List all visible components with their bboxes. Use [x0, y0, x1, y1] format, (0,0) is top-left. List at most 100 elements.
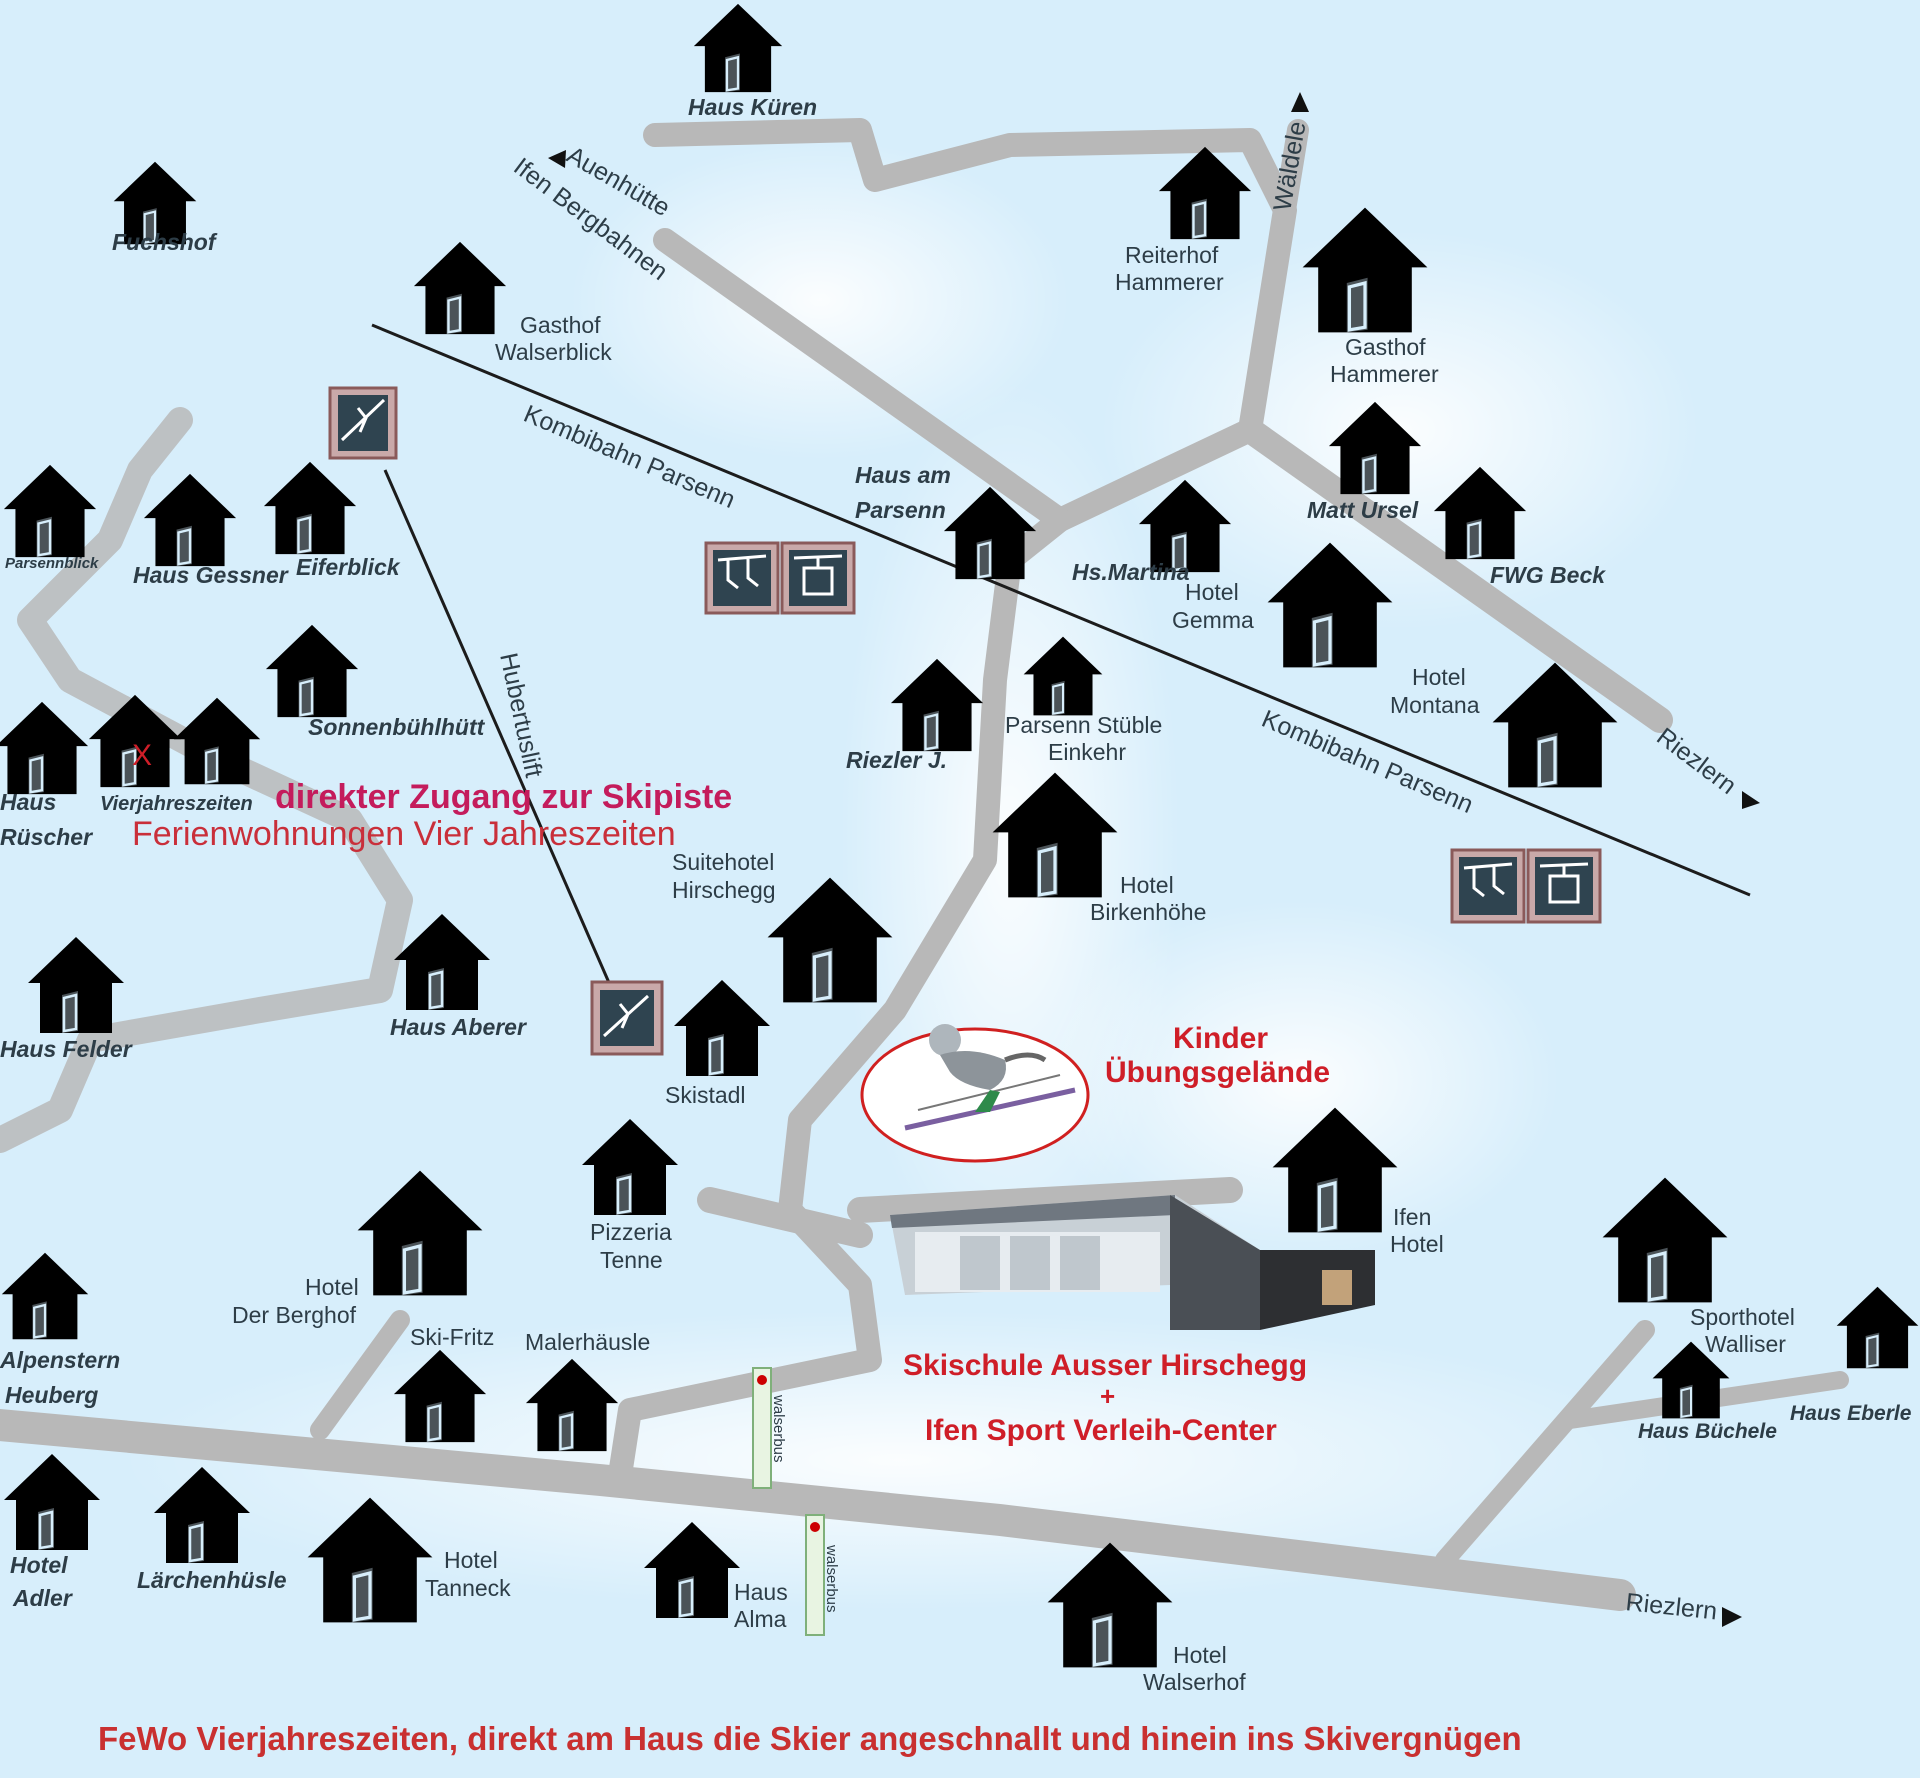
- label-haus-eberle: Haus Eberle: [1790, 1402, 1912, 1425]
- label-kinder-2: Übungsgelände: [1105, 1056, 1330, 1089]
- label-haus-kueren: Haus Küren: [688, 94, 817, 120]
- label-hotel-walserhof-2: Walserhof: [1143, 1669, 1246, 1695]
- road-berghof: [310, 1310, 410, 1440]
- label-gasthof-walserblick-2: Walserblick: [495, 339, 612, 365]
- arrow-riezlern-south: [1722, 1607, 1742, 1627]
- gondola-icon: [780, 541, 856, 615]
- hubertuslift-cable: [383, 469, 612, 986]
- lift-icons: [328, 386, 1602, 1056]
- direction-arrows: [548, 92, 1760, 1627]
- label-hotel-berghof-2: Der Berghof: [232, 1302, 357, 1328]
- label-eiferblick: Eiferblick: [296, 554, 401, 580]
- label-skistadl: Skistadl: [665, 1082, 746, 1108]
- label-reiterhof-1: Reiterhof: [1125, 242, 1219, 268]
- label-hotel-montana-1: Hotel: [1412, 664, 1466, 690]
- label-haus-buechele: Haus Büchele: [1638, 1420, 1777, 1443]
- bus-stops: [752, 1367, 825, 1636]
- label-fuchshof: Fuchshof: [112, 229, 218, 255]
- label-haus-felder: Haus Felder: [0, 1036, 133, 1062]
- ski-lift-icon: [328, 386, 398, 460]
- road-west-loop: [0, 407, 413, 1153]
- arrow-waeldele: [1291, 92, 1309, 112]
- label-haus-alma-1: Haus: [734, 1579, 788, 1605]
- label-ifen-hotel-2: Hotel: [1390, 1231, 1444, 1257]
- road-kueren: [643, 118, 1297, 532]
- label-haus-gessner: Haus Gessner: [133, 562, 289, 588]
- label-sporthotel-1: Sporthotel: [1690, 1304, 1795, 1330]
- label-haus-alma-2: Alma: [734, 1606, 787, 1632]
- label-ski-fritz: Ski-Fritz: [410, 1324, 494, 1350]
- label-skischule-1: Skischule Ausser Hirschegg: [903, 1349, 1307, 1382]
- bus-stop-icon: [752, 1367, 772, 1489]
- label-fwg-beck: FWG Beck: [1490, 562, 1606, 588]
- label-hotel-berghof-1: Hotel: [305, 1274, 359, 1300]
- chairlift-icon: [1450, 848, 1526, 924]
- arrow-auenhuette: [548, 150, 566, 168]
- label-direkter-zugang: direkter Zugang zur Skipiste: [275, 778, 732, 816]
- label-suitehotel-1: Suitehotel: [672, 849, 774, 875]
- chairlift-icon: [704, 541, 780, 615]
- label-hotel-walserhof-1: Hotel: [1173, 1642, 1227, 1668]
- label-alpenstern-1: Alpenstern: [0, 1347, 120, 1373]
- bus-stop-icon: [805, 1514, 825, 1636]
- label-malerhaeusle: Malerhäusle: [525, 1329, 650, 1355]
- label-hotel-birkenhoehe-1: Hotel: [1120, 872, 1174, 898]
- kombibahn-cable: [371, 323, 1751, 897]
- label-sporthotel-2: Walliser: [1705, 1331, 1786, 1357]
- label-haus-ruescher-2: Rüscher: [0, 824, 93, 850]
- label-walserbus-1: walserbus: [770, 1394, 787, 1463]
- label-haus-ruescher-1: Haus: [0, 789, 56, 815]
- road-ifen: [847, 1177, 1243, 1223]
- label-hotel-birkenhoehe-2: Birkenhöhe: [1090, 899, 1206, 925]
- ski-lift-icon: [590, 980, 664, 1056]
- road-skischule-spur: [697, 1187, 873, 1248]
- gondola-icon: [1526, 848, 1602, 924]
- label-walserbus-2: walserbus: [823, 1544, 840, 1613]
- label-ferienwohnungen: Ferienwohnungen Vier Jahreszeiten: [132, 815, 676, 853]
- label-riezler-j: Riezler J.: [846, 747, 947, 773]
- cable-lines: [371, 323, 1751, 986]
- label-sonnenbuehlhuett: Sonnenbühlhütt: [308, 714, 486, 740]
- label-ifen-hotel-1: Ifen: [1393, 1204, 1431, 1230]
- x-marker: X: [132, 739, 152, 772]
- label-matt-ursel: Matt Ursel: [1307, 497, 1419, 523]
- label-gasthof-hammerer-1: Gasthof: [1345, 334, 1426, 360]
- label-hotel-tanneck-1: Hotel: [444, 1547, 498, 1573]
- label-skischule-2: Ifen Sport Verleih-Center: [925, 1414, 1277, 1447]
- label-gasthof-hammerer-2: Hammerer: [1330, 361, 1439, 387]
- road-waeldele: [1274, 119, 1309, 221]
- kinder-uebungsgelaende-badge: [860, 1024, 1090, 1163]
- road-main-east-west: [0, 1409, 1636, 1611]
- label-kinder-1: Kinder: [1173, 1022, 1268, 1055]
- label-hotel-gemma-2: Gemma: [1172, 607, 1254, 633]
- label-hs-martina: Hs.Martina: [1072, 559, 1190, 585]
- arrow-riezlern-east: [1742, 791, 1760, 809]
- label-haus-aberer: Haus Aberer: [390, 1014, 527, 1040]
- road-ifen-bergbahnen: [653, 228, 1072, 532]
- ski-school-building-icon: [890, 1195, 1375, 1330]
- label-parsenn-stueble-2: Einkehr: [1048, 739, 1126, 765]
- label-skischule-plus: +: [1100, 1381, 1115, 1411]
- label-haus-am-parsenn-2: Parsenn: [855, 497, 946, 523]
- label-gasthof-walserblick-1: Gasthof: [520, 312, 601, 338]
- label-hotel-montana-2: Montana: [1390, 692, 1480, 718]
- skier-icon: [904, 1024, 1076, 1131]
- label-laerchenhuesle: Lärchenhüsle: [137, 1567, 287, 1593]
- label-parsenn-stueble-1: Parsenn Stüble: [1005, 712, 1162, 738]
- label-hotel-adler-1: Hotel: [10, 1552, 68, 1578]
- road-sporthotel: [1435, 1320, 1655, 1570]
- label-pizzeria-1: Pizzeria: [590, 1219, 672, 1245]
- road-main-south: [608, 508, 1072, 1487]
- label-parsennblick: Parsennblick: [5, 555, 99, 572]
- label-alpenstern-2: Heuberg: [5, 1382, 98, 1408]
- label-hotel-tanneck-2: Tanneck: [425, 1575, 511, 1601]
- label-suitehotel-2: Hirschegg: [672, 877, 776, 903]
- label-vierjahreszeiten: Vierjahreszeiten: [100, 793, 253, 815]
- label-haus-am-parsenn-1: Haus am: [855, 462, 951, 488]
- label-pizzeria-2: Tenne: [600, 1247, 663, 1273]
- road-riezlern-east: [1237, 417, 1673, 733]
- footer-caption: FeWo Vierjahreszeiten, direkt am Haus di…: [98, 1720, 1522, 1757]
- label-reiterhof-2: Hammerer: [1115, 269, 1224, 295]
- label-hotel-gemma-1: Hotel: [1185, 579, 1239, 605]
